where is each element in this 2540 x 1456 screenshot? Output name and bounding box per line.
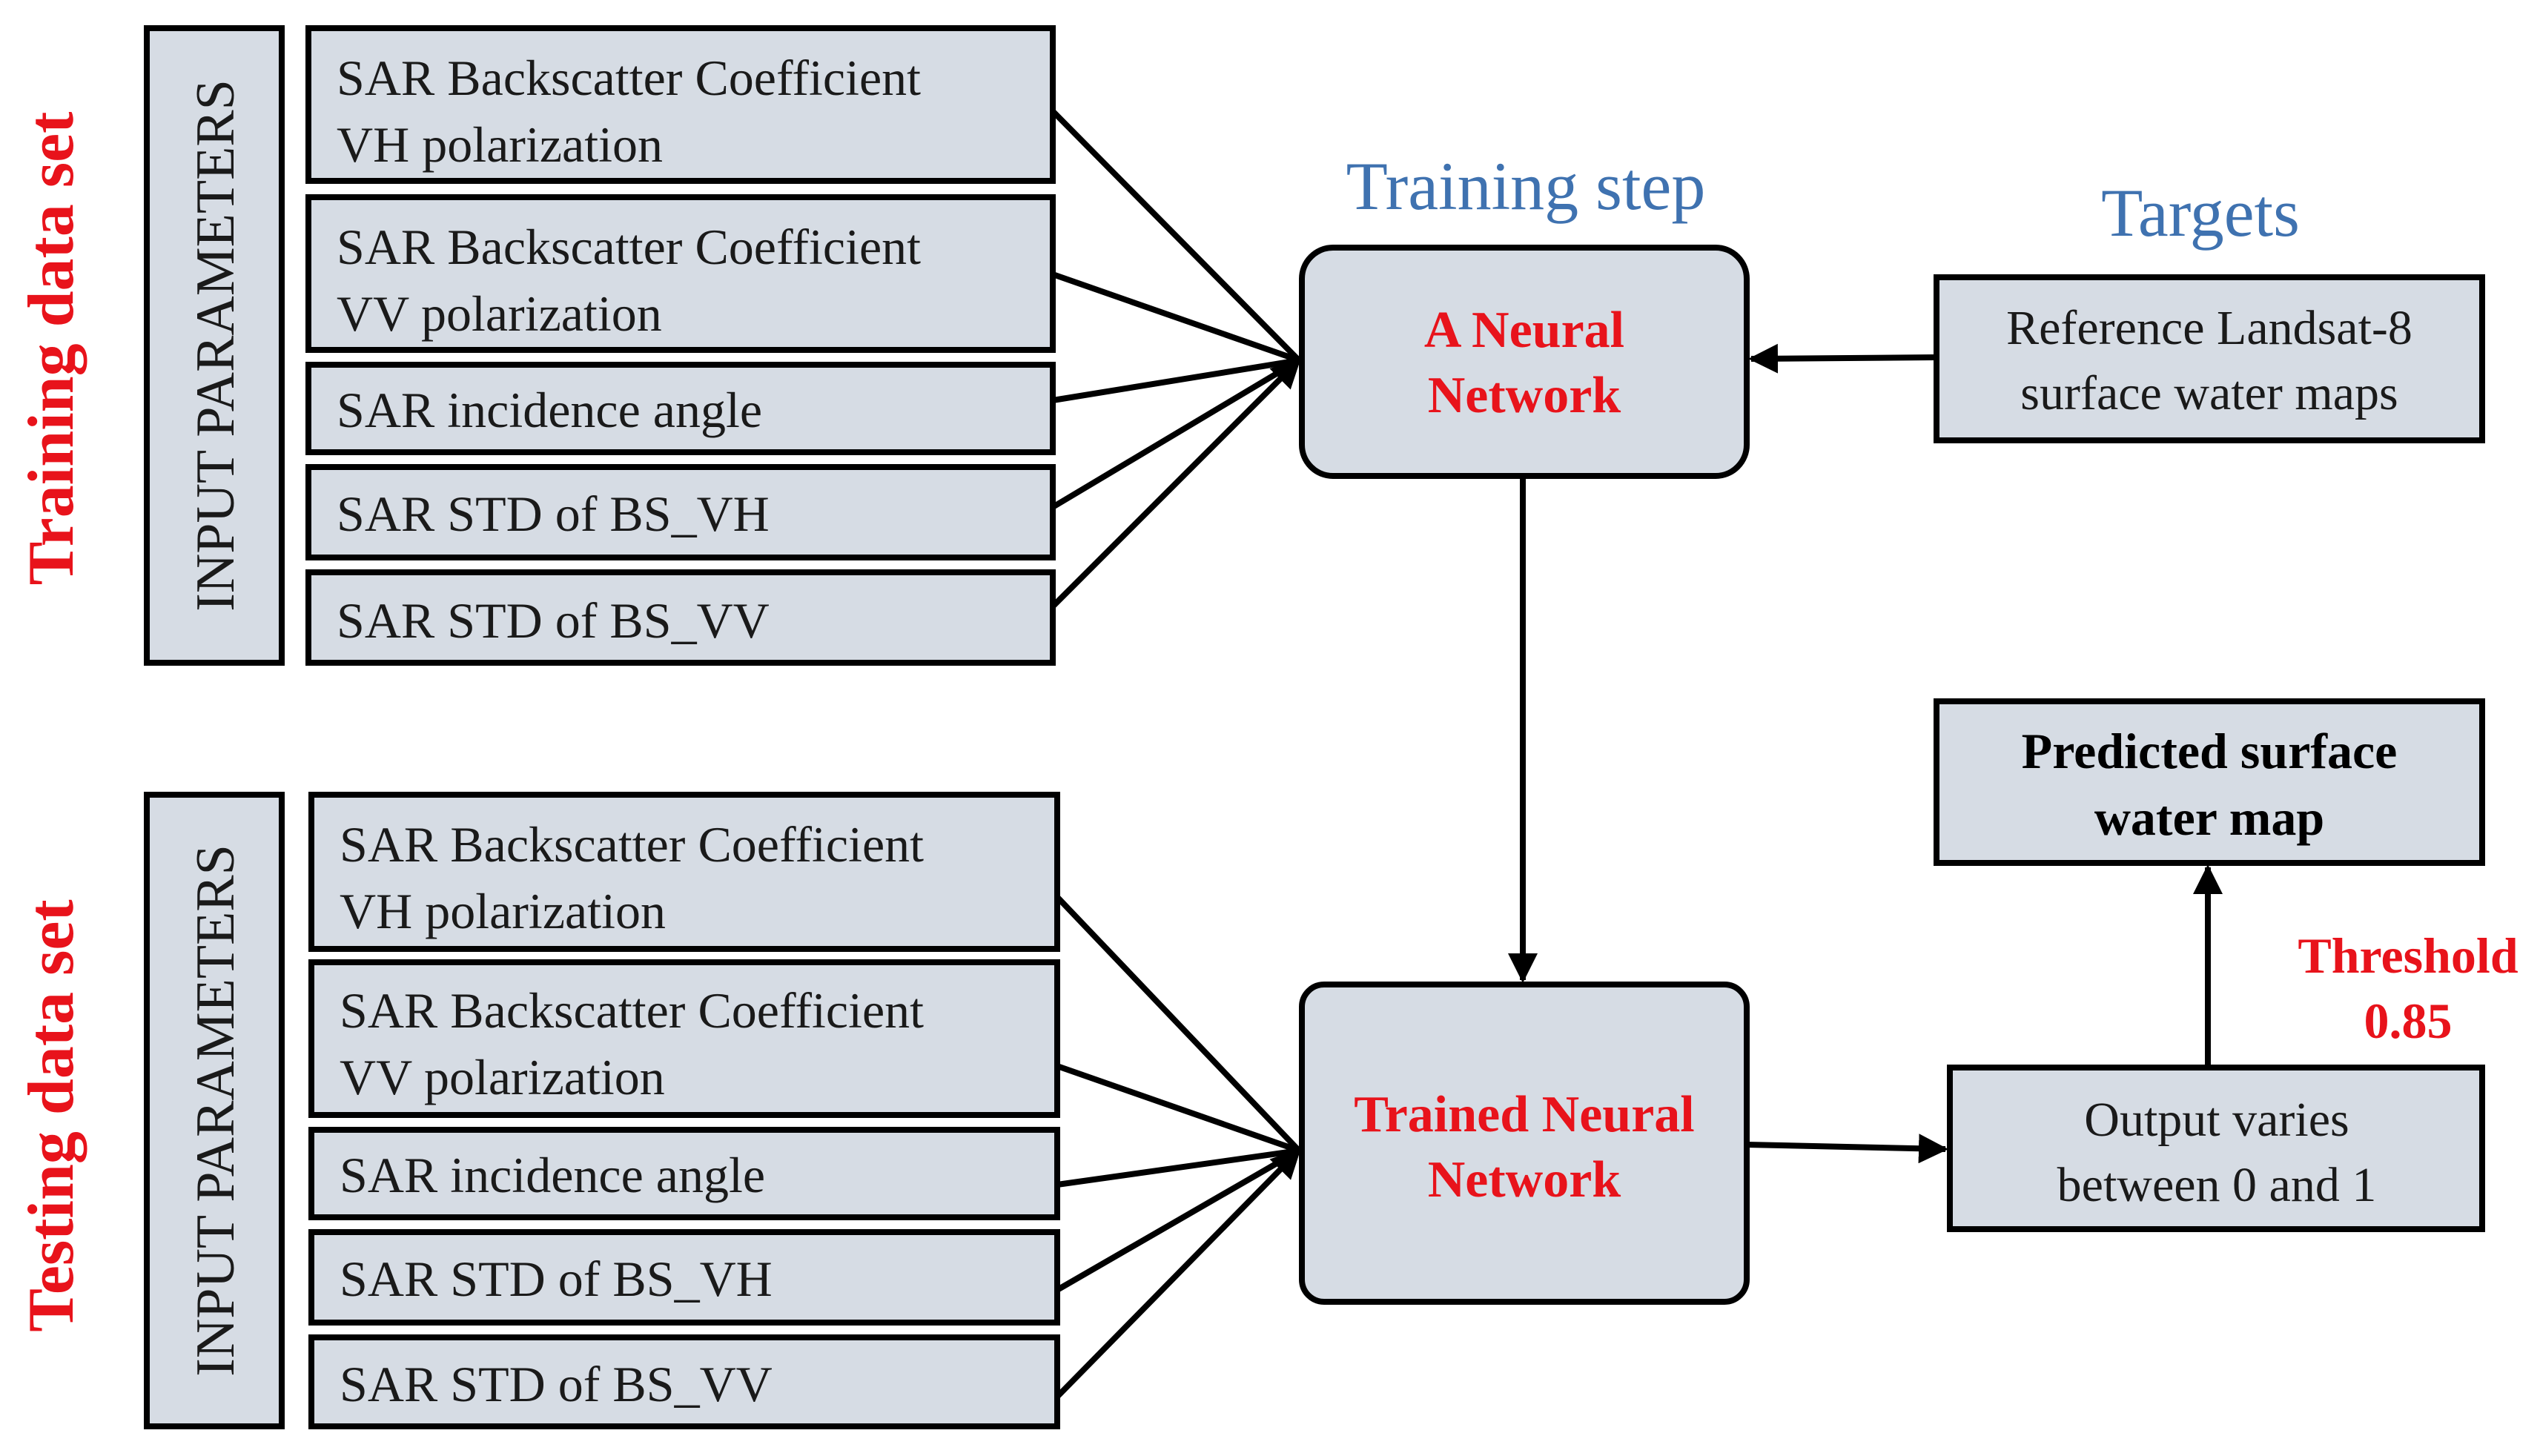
testing-side-label: Testing data set [16, 899, 87, 1331]
testing-input-incidence: SAR incidence angle [308, 1127, 1060, 1220]
connector-test-std-vh [1056, 1148, 1300, 1293]
output-box: Output varies between 0 and 1 [1947, 1065, 2485, 1232]
testing-params-label: INPUT PARAMETERS [185, 844, 246, 1377]
output-line1: Output varies [2084, 1093, 2349, 1147]
predicted-map-box: Predicted surface water map [1934, 698, 2485, 866]
connector-train-std-vh [1051, 357, 1301, 510]
connector-train-incidence [1052, 357, 1300, 403]
neural-network-line2: Network [1428, 367, 1621, 424]
testing-params-box [144, 792, 285, 1429]
training-input-vv-line2: VV polarization [337, 285, 662, 342]
training-input-vv: SAR Backscatter Coefficient VV polarizat… [305, 194, 1056, 353]
threshold-value: 0.85 [2364, 993, 2453, 1049]
targets-box: Reference Landsat-8 surface water maps [1934, 274, 2485, 443]
connector-train-vv [1051, 271, 1300, 363]
connector-test-vv [1056, 1063, 1300, 1154]
connector-train-vh [1051, 109, 1301, 363]
testing-input-vh-line2: VH polarization [340, 883, 666, 939]
training-input-incidence: SAR incidence angle [305, 362, 1056, 455]
connector-test-std-vv [1055, 1148, 1301, 1399]
connector-test-vh [1055, 895, 1301, 1153]
targets-line1: Reference Landsat-8 [2006, 301, 2412, 355]
training-input-std-vv-label: SAR STD of BS_VV [337, 592, 770, 649]
training-input-std-vv: SAR STD of BS_VV [305, 569, 1056, 666]
testing-input-vv-line1: SAR Backscatter Coefficient [340, 982, 924, 1039]
training-input-incidence-label: SAR incidence angle [337, 382, 762, 438]
training-step-heading: Training step [1346, 148, 1706, 224]
training-params-label: INPUT PARAMETERS [185, 79, 246, 612]
training-input-vh-line2: VH polarization [337, 116, 663, 173]
connector-train-std-vv [1051, 358, 1301, 609]
testing-input-std-vv-label: SAR STD of BS_VV [340, 1356, 773, 1412]
training-params-box [144, 25, 285, 666]
testing-input-std-vh-label: SAR STD of BS_VH [340, 1251, 773, 1307]
training-input-vh-line1: SAR Backscatter Coefficient [337, 50, 921, 106]
neural-network-line1: A Neural [1424, 302, 1624, 359]
predicted-line2: water map [2094, 790, 2324, 846]
trained-network-line1: Trained Neural [1354, 1086, 1695, 1143]
testing-input-vv: SAR Backscatter Coefficient VV polarizat… [308, 959, 1060, 1118]
training-input-vh: SAR Backscatter Coefficient VH polarizat… [305, 25, 1056, 184]
testing-input-vh: SAR Backscatter Coefficient VH polarizat… [308, 792, 1060, 952]
testing-input-vh-line1: SAR Backscatter Coefficient [340, 816, 924, 873]
arrow-targets-to-network [1748, 343, 1937, 374]
neural-network-node: A Neural Network [1299, 245, 1750, 479]
training-input-std-vh: SAR STD of BS_VH [305, 464, 1056, 560]
testing-input-std-vv: SAR STD of BS_VV [308, 1334, 1060, 1429]
targets-line2: surface water maps [2020, 366, 2398, 420]
testing-input-incidence-label: SAR incidence angle [340, 1147, 765, 1203]
output-line2: between 0 and 1 [2057, 1158, 2377, 1212]
training-input-std-vh-label: SAR STD of BS_VH [337, 486, 770, 542]
arrow-trained-to-output [1746, 1134, 1948, 1164]
predicted-line1: Predicted surface [2022, 723, 2398, 779]
testing-input-vv-line2: VV polarization [340, 1049, 665, 1105]
training-input-vv-line1: SAR Backscatter Coefficient [337, 219, 921, 275]
training-side-label: Training data set [16, 112, 87, 586]
testing-input-std-vh: SAR STD of BS_VH [308, 1229, 1060, 1326]
threshold-label: Threshold [2298, 927, 2518, 984]
targets-heading: Targets [2101, 175, 2300, 251]
trained-network-node: Trained Neural Network [1299, 982, 1750, 1305]
connector-test-incidence [1056, 1148, 1300, 1188]
trained-network-line2: Network [1428, 1151, 1621, 1208]
